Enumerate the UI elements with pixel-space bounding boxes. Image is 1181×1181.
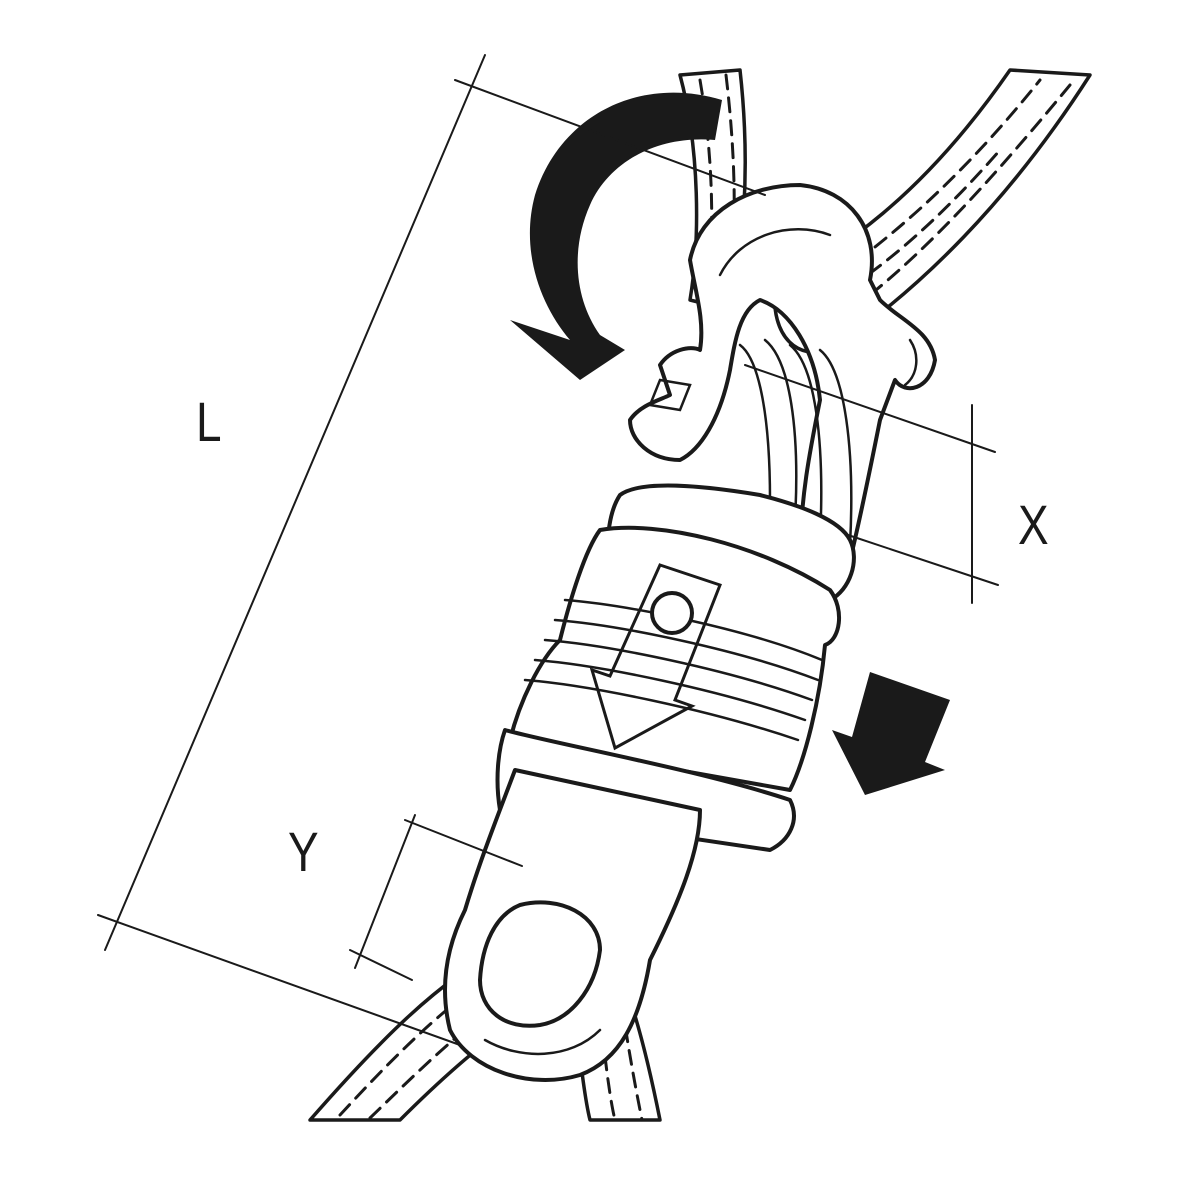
dimension-label-gate-opening: X — [1018, 493, 1049, 556]
dimension-line-Y — [349, 814, 523, 981]
indicator-hole — [650, 591, 694, 635]
dimension-line-L — [97, 54, 766, 1046]
dimension-line-X — [744, 364, 999, 604]
dimension-label-length: L — [196, 390, 222, 453]
dimension-label-eye-opening: Y — [288, 820, 319, 883]
slide-direction-marker — [589, 563, 722, 751]
down-arrow-icon — [832, 672, 950, 795]
hook-gate — [628, 183, 937, 562]
eye-body — [443, 768, 702, 1082]
curved-rotation-arrow-icon — [510, 92, 722, 380]
